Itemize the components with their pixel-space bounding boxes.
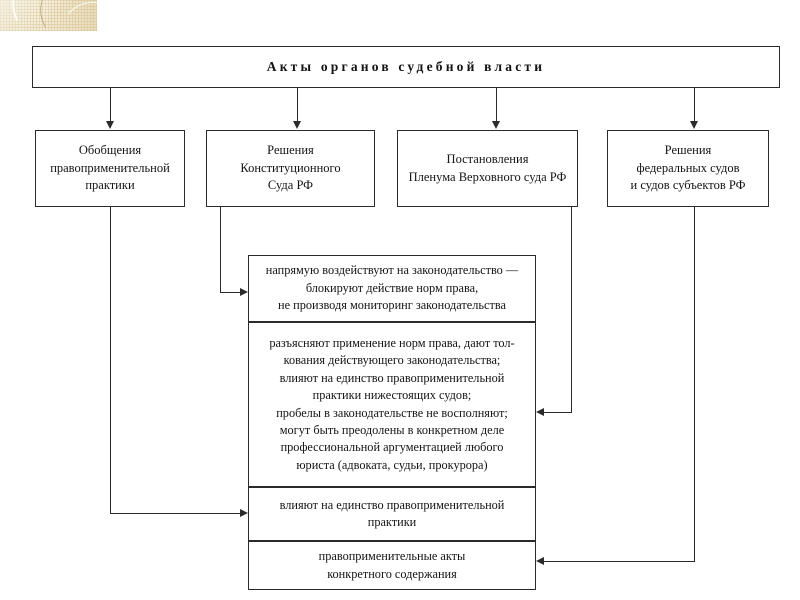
title-box: Акты органов судебной власти xyxy=(32,46,780,88)
connector-federal-courts-horizontal xyxy=(544,561,695,562)
corner-decoration-image xyxy=(0,0,97,31)
effect-box-concrete-law-enforcement-acts: правоприменительные акты конкретного сод… xyxy=(248,541,536,590)
category-line: Решения xyxy=(267,142,314,157)
effect-box-influence-uniformity-of-practice: влияют на единство правоприменительной п… xyxy=(248,487,536,541)
effect-line: блокируют действие норм права, xyxy=(305,280,479,295)
category-line: федеральных судов xyxy=(636,160,740,175)
connector-title-to-federal-courts xyxy=(694,88,695,122)
category-line: Решения xyxy=(664,142,712,157)
arrowhead-title-to-constitutional-court xyxy=(293,121,301,129)
effect-line: могут быть преодолены в конкретном деле xyxy=(279,422,505,437)
arrowhead-federal-courts-to-concrete-acts xyxy=(536,557,544,565)
effect-line: практики нижестоящих судов; xyxy=(312,388,472,403)
category-box-generalizations: Обобщения правоприменительной практики xyxy=(35,130,185,207)
category-line: Постановления xyxy=(446,151,529,166)
arrowhead-title-to-generalizations xyxy=(106,121,114,129)
connector-constitutional-court-vertical xyxy=(220,207,221,293)
effect-line: конкретного содержания xyxy=(327,566,457,581)
category-box-constitutional-court: Решения Конституционного Суда РФ xyxy=(206,130,375,207)
connector-title-to-supreme-court-plenum xyxy=(496,88,497,122)
arrowhead-constitutional-court-to-direct-impact xyxy=(240,288,248,296)
effect-line: напрямую воздействуют на законодательств… xyxy=(265,263,519,278)
connector-generalizations-vertical xyxy=(110,207,111,514)
category-line: практики xyxy=(85,178,135,193)
effect-line: пробелы в законодательстве не восполняют… xyxy=(276,405,508,420)
title-box-label: Акты органов судебной власти xyxy=(266,59,546,75)
effect-line: влияют на единство правоприменительной xyxy=(279,370,505,385)
arrowhead-generalizations-to-influence-uniformity xyxy=(240,509,248,517)
category-box-federal-and-subject-courts: Решения федеральных судов и судов субъек… xyxy=(607,130,769,207)
connector-title-to-generalizations xyxy=(110,88,111,122)
effect-line: практики xyxy=(367,515,417,529)
connector-supreme-court-plenum-vertical xyxy=(571,207,572,413)
arrowhead-supreme-court-plenum-to-clarify-application xyxy=(536,408,544,416)
category-line: Суда РФ xyxy=(267,178,314,193)
arrowhead-title-to-supreme-court-plenum xyxy=(492,121,500,129)
effect-line: кования действующего законодательства; xyxy=(283,353,501,368)
arrowhead-title-to-federal-courts xyxy=(690,121,698,129)
category-line: Обобщения xyxy=(78,142,142,157)
category-box-supreme-court-plenum: Постановления Пленума Верховного суда РФ xyxy=(397,130,578,207)
effect-line: разъясняют применение норм права, дают т… xyxy=(269,335,515,350)
effect-line: юриста (адвоката, судьи, прокурора) xyxy=(296,457,488,472)
category-line: правоприменительной xyxy=(50,160,170,175)
connector-generalizations-horizontal xyxy=(110,513,241,514)
category-line: Пленума Верховного суда РФ xyxy=(408,169,567,184)
connector-supreme-court-plenum-horizontal xyxy=(544,412,572,413)
connector-constitutional-court-horizontal xyxy=(220,292,241,293)
effect-line: правоприменительные акты xyxy=(318,549,466,564)
effect-line: не производя мониторинг законодательства xyxy=(278,298,506,313)
effect-box-clarify-application-of-law: разъясняют применение норм права, дают т… xyxy=(248,322,536,487)
connector-title-to-constitutional-court xyxy=(297,88,298,122)
category-line: Конституционного xyxy=(240,160,341,175)
effect-box-direct-impact-on-legislation: напрямую воздействуют на законодательств… xyxy=(248,255,536,322)
connector-federal-courts-vertical xyxy=(694,207,695,562)
effect-line: влияют на единство правоприменительной xyxy=(279,497,505,512)
effect-line: профессиональной аргументацией любого xyxy=(280,440,504,455)
category-line: и судов субъектов РФ xyxy=(630,178,746,193)
